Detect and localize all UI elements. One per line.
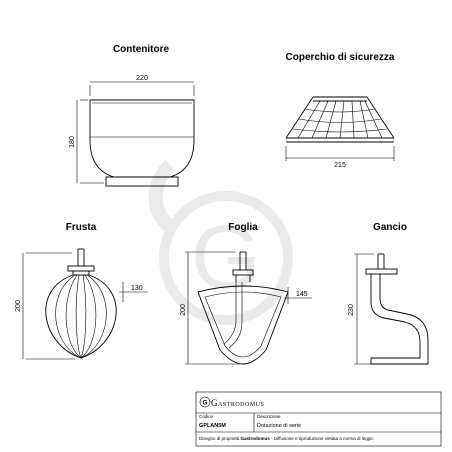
whisk-height-label: 200 — [15, 300, 22, 312]
whisk-drawing: 200 130 — [15, 248, 148, 360]
title-block: G Gastrodomus Codice GPLAN5M Descrizione… — [195, 391, 442, 447]
title-lid: Coperchio di sicurezza — [286, 52, 395, 63]
hook-drawing: 230 — [348, 253, 429, 365]
leaf-drawing: 200 145 — [180, 251, 312, 365]
ownership-prefix: Disegno di proprietà — [199, 436, 240, 441]
brand-logo-icon — [199, 396, 211, 408]
title-whisk: Frusta — [66, 222, 97, 233]
watermark-logo: G — [148, 160, 293, 325]
ownership-suffix: - Diffusione e riproduzione vietata a no… — [271, 436, 374, 441]
container-drawing: 220 180 — [69, 75, 195, 187]
code-label: Codice — [199, 414, 214, 419]
description-value: Dotazione di serie — [257, 423, 301, 429]
ownership-brand: Gastrodomus — [241, 436, 271, 441]
container-height-label: 180 — [69, 136, 76, 148]
ownership-note: Disegno di proprietà Gastrodomus - Diffu… — [199, 436, 374, 441]
brand-logo-letter: G — [202, 400, 207, 407]
lid-width-label: 215 — [334, 162, 346, 169]
code-value: GPLAN5M — [199, 423, 226, 429]
whisk-width-label: 130 — [131, 285, 143, 292]
title-hook: Gancio — [373, 222, 407, 233]
brand-name: Gastrodomus — [211, 398, 264, 408]
leaf-width-label: 145 — [296, 291, 308, 298]
lid-drawing: 215 — [285, 96, 395, 169]
leaf-height-label: 200 — [180, 304, 187, 316]
svg-text:G: G — [191, 208, 261, 308]
title-leaf: Foglia — [228, 222, 258, 233]
container-width-label: 220 — [136, 75, 148, 82]
description-label: Descrizione — [257, 414, 281, 419]
title-container: Contenitore — [113, 44, 170, 55]
hook-height-label: 230 — [348, 304, 355, 316]
